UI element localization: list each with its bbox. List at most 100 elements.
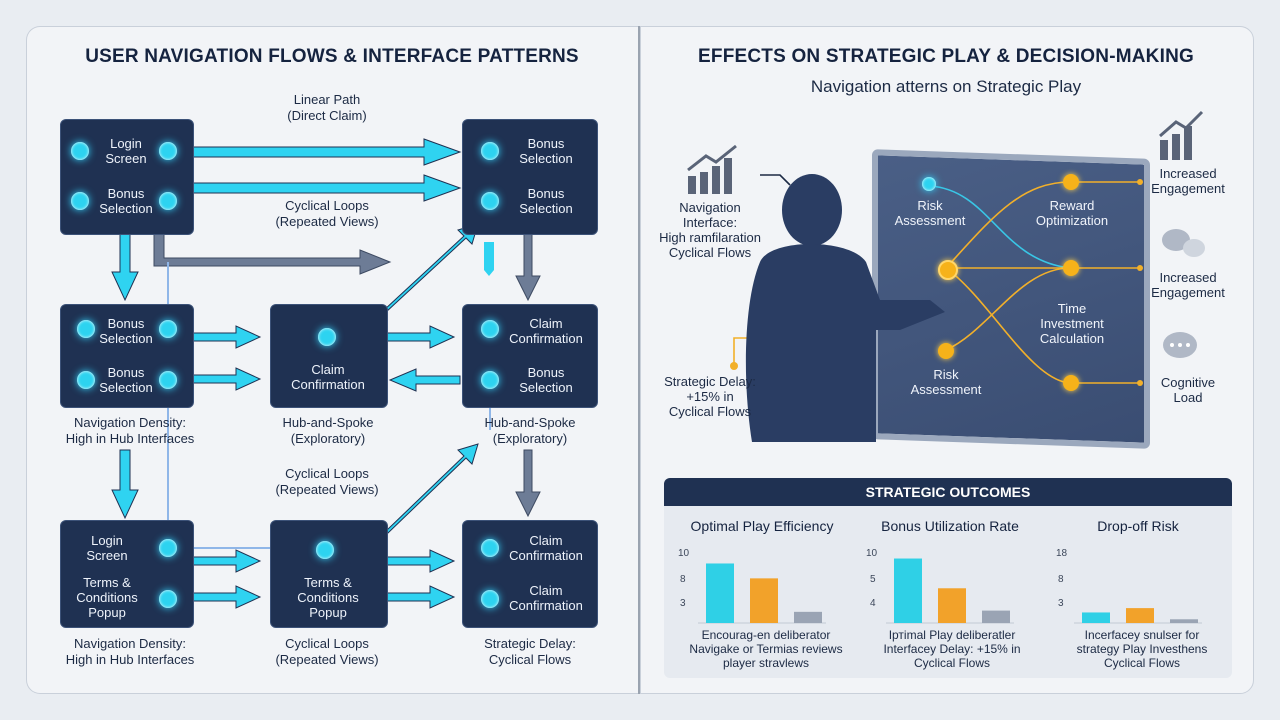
tick-label: 5 [870, 574, 876, 585]
tick-label: 8 [1058, 574, 1064, 585]
trend-icon [1159, 110, 1204, 160]
chart-bar [706, 563, 734, 623]
label-navigation-density: Navigation Density:High in Hub Interface… [65, 415, 195, 446]
node [71, 142, 89, 160]
label-cyclical-loops-3: Cyclical Loops(Repeated Views) [275, 636, 379, 667]
node [481, 371, 499, 389]
box-terms-popup[interactable] [270, 520, 388, 628]
node [481, 590, 499, 608]
left-title: USER NAVIGATION FLOWS & INTERFACE PATTER… [85, 46, 579, 67]
arrow-r2-1 [191, 325, 262, 349]
tick-label: 3 [680, 598, 686, 609]
node [481, 142, 499, 160]
chart-bar [1126, 608, 1154, 623]
panel-divider [638, 26, 640, 694]
tick-label: 10 [678, 548, 690, 559]
outcome-bar-charts [698, 558, 1202, 624]
box-login-terms[interactable] [60, 520, 194, 628]
label-hub-spoke-2: Hub-and-Spoke(Exploratory) [484, 415, 576, 446]
arrow-linear-top [191, 138, 462, 166]
person-silhouette [745, 174, 945, 442]
chart-title: Optimal Play Efficiency [690, 518, 834, 534]
box-claim-hub[interactable] [270, 304, 388, 408]
chat-bubble-icon [1162, 229, 1205, 257]
chart-title: Drop-off Risk [1097, 518, 1179, 534]
strategic-outcomes-panel: STRATEGIC OUTCOMES Optimal Play Efficien… [664, 478, 1232, 678]
node-time [1063, 260, 1079, 276]
node-hub [938, 260, 958, 280]
box-bonus-bonus[interactable] [462, 119, 598, 235]
node-cognitive [1063, 375, 1079, 391]
node [481, 320, 499, 338]
box-login-bonus[interactable] [60, 119, 194, 235]
node [71, 192, 89, 210]
node [159, 371, 177, 389]
node [159, 142, 177, 160]
node [159, 320, 177, 338]
node [159, 590, 177, 608]
box-claim-claim[interactable] [462, 520, 598, 628]
chart-bar [794, 611, 822, 623]
node [77, 371, 95, 389]
label-strategic-delay: Strategic Delay:Cyclical Flows [484, 636, 576, 667]
node [481, 539, 499, 557]
node [159, 539, 177, 557]
arrow-gray-down-1 [515, 233, 541, 302]
node [318, 328, 336, 346]
node-risk-2 [938, 343, 954, 359]
chart-bar [938, 588, 966, 623]
arrow-r2-4 [388, 368, 461, 392]
arrow-r3-4 [385, 585, 456, 609]
node-reward [1063, 174, 1079, 190]
label-cyclical-loops: Cyclical Loops(Repeated Views) [275, 198, 379, 229]
tick-label: 10 [866, 548, 878, 559]
arrow-gray-down-2 [515, 449, 541, 518]
node [316, 541, 334, 559]
strategic-outcomes-heading: STRATEGIC OUTCOMES [664, 478, 1232, 506]
chart-bar [894, 558, 922, 623]
arrow-down-left-2 [111, 449, 139, 520]
right-title: EFFECTS ON STRATEGIC PLAY & DECISION-MAK… [698, 46, 1194, 67]
right-subtitle: Navigation atterns on Strategic Play [810, 77, 1082, 96]
chart-bar [1082, 612, 1110, 623]
chart-bar [1170, 619, 1198, 623]
chart-icon [687, 144, 737, 194]
arrow-r3-2 [191, 585, 262, 609]
box-claim-bonus[interactable] [462, 304, 598, 408]
chat-dots-icon [1163, 332, 1197, 358]
label-navigation-density-2: Navigation Density:High in Hub Interface… [65, 636, 195, 667]
tick-label: 18 [1056, 548, 1068, 559]
arrow-r2-2 [191, 367, 262, 391]
arrow-r2-3 [385, 325, 456, 349]
chart-bar [982, 610, 1010, 623]
arrow-cyc-top [191, 174, 462, 202]
arrow-gray-elbow [153, 233, 392, 275]
arrow-r3-1 [191, 549, 262, 573]
arrow-down-left-1 [111, 233, 139, 302]
chart-bar [750, 578, 778, 623]
chart-title: Bonus Utilization Rate [881, 518, 1019, 534]
